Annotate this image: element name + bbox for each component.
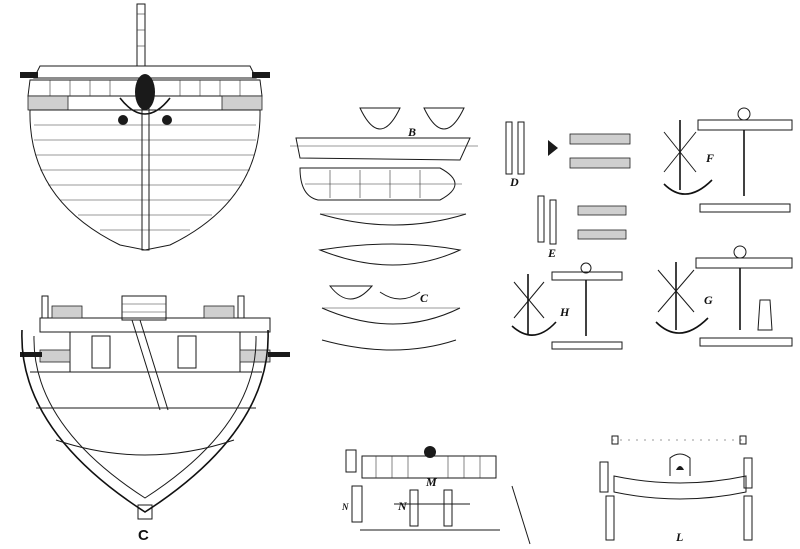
belfry-n-small-label: N xyxy=(341,502,349,512)
belfry-m-drawing xyxy=(345,446,531,545)
anchor-g-label: G xyxy=(704,293,713,307)
stern-view-drawing xyxy=(20,3,270,251)
boat-b-label: B xyxy=(407,125,416,139)
anchor-h-label: H xyxy=(559,305,570,319)
anchor-f-label: F xyxy=(705,151,714,165)
gun-e-label: E xyxy=(547,246,556,260)
gun-d-label: D xyxy=(509,175,519,189)
midship-section-drawing xyxy=(20,295,290,520)
belfry-l-label: L xyxy=(675,530,683,544)
boat-c-label: C xyxy=(420,291,429,305)
boat-drawings xyxy=(290,107,478,351)
belfry-n-label: N xyxy=(397,499,408,513)
section-c-label: C xyxy=(138,527,149,544)
anchor-f-drawing xyxy=(663,107,793,213)
belfry-m-label: M xyxy=(425,475,437,489)
belfry-l-drawing xyxy=(599,435,753,541)
gun-drawings xyxy=(505,121,631,245)
anchor-h-drawing xyxy=(511,262,623,350)
anchor-g-drawing xyxy=(655,245,793,347)
